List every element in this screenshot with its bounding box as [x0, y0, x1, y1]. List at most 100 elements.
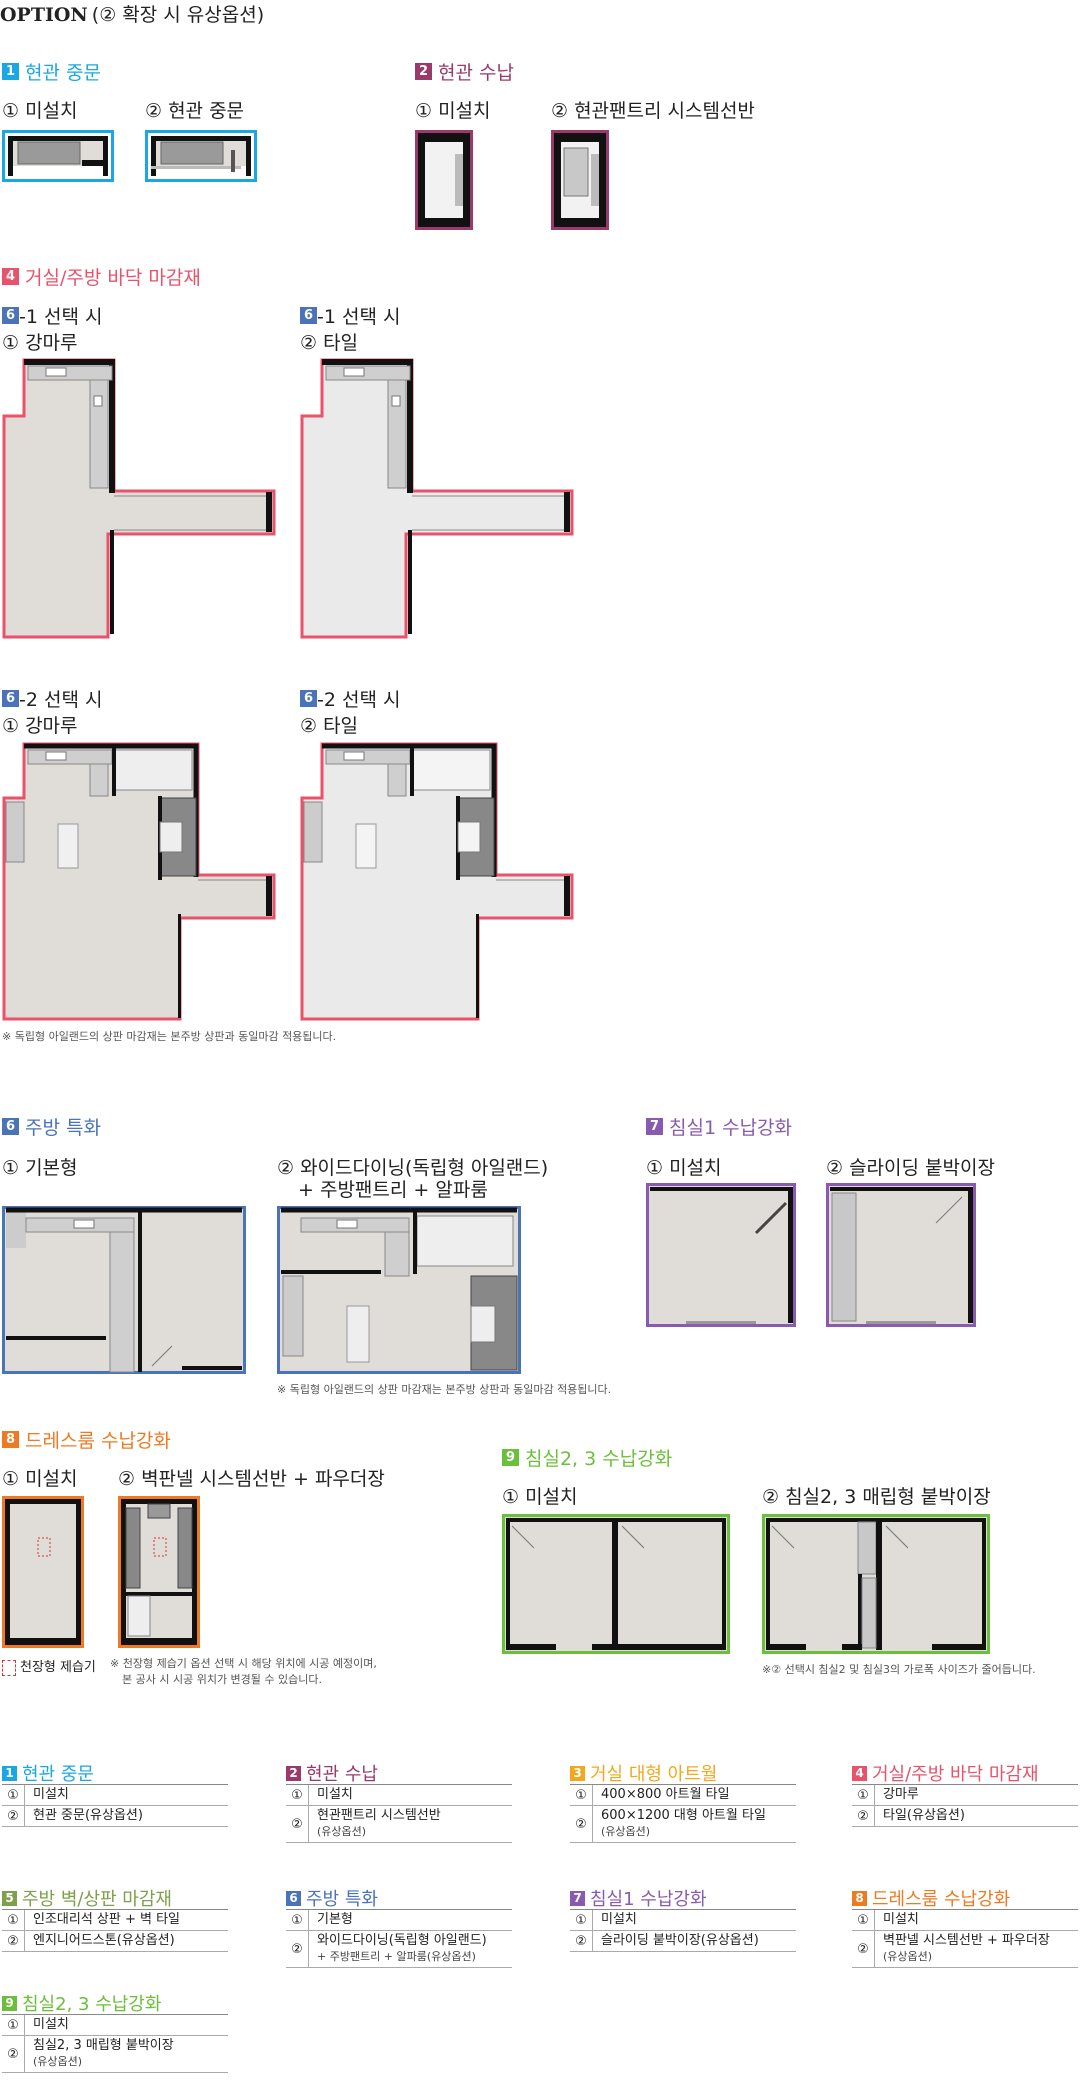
row-sub-text: (유상옵션) — [883, 1950, 933, 1963]
row-number: ② — [2, 1931, 25, 1951]
row-text: 인조대리석 상판 + 벽 타일 — [25, 1910, 188, 1930]
s4-group2-left-label: 6-2 선택 시 — [2, 685, 102, 712]
dehumidifier-legend-icon — [2, 1659, 16, 1676]
selection-text: -2 선택 시 — [19, 689, 103, 711]
section-title-text: 침실1 수납강화 — [669, 1117, 793, 1139]
s6-note: ※ 독립형 아일랜드의 상판 마감재는 본주방 상판과 동일마감 적용됩니다. — [277, 1383, 612, 1396]
s4-group2-right-label: 6-2 선택 시 — [300, 685, 400, 712]
row-main-text: 기본형 — [317, 1912, 353, 1927]
section-number-badge: 1 — [2, 1765, 17, 1781]
section-title-text: 현관 수납 — [438, 62, 514, 84]
section-number-badge: 4 — [2, 268, 19, 285]
row-number: ① — [286, 1785, 309, 1805]
row-text: 400×800 아트월 타일 — [593, 1785, 738, 1805]
s1-option-1: ① 미설치 — [2, 100, 78, 122]
section-title-text: 현관 중문 — [25, 62, 101, 84]
row-text: 침실2, 3 매립형 붙박이장(유상옵션) — [25, 2036, 182, 2072]
row-number: ② — [2, 1806, 25, 1826]
row-main-text: 미설치 — [317, 1787, 353, 1802]
row-text: 타일(유상옵션) — [875, 1806, 973, 1826]
summary-title-text: 침실2, 3 수납강화 — [22, 1994, 162, 2015]
s7-plan-2 — [826, 1183, 976, 1327]
s8-option-1: ① 미설치 — [2, 1468, 78, 1490]
row-main-text: 벽판넬 시스템선반 + 파우더장 — [883, 1933, 1050, 1948]
row-main-text: 현관 중문(유상옵션) — [33, 1808, 143, 1823]
table-row: ② 엔지니어드스톤(유상옵션) — [2, 1931, 228, 1952]
s8-option-2: ② 벽판넬 시스템선반 + 파우더장 — [118, 1468, 385, 1490]
row-number: ① — [852, 1910, 875, 1930]
summary-title-text: 드레스룸 수납강화 — [872, 1889, 1011, 1910]
s4-group1-left-option: ① 강마루 — [2, 332, 78, 354]
section-number-badge: 2 — [286, 1765, 301, 1781]
row-main-text: 타일(유상옵션) — [883, 1808, 965, 1823]
row-main-text: 미설치 — [883, 1912, 919, 1927]
s2-plan-2 — [551, 130, 609, 230]
table-row: ② 벽판넬 시스템선반 + 파우더장 (유상옵션) — [852, 1931, 1078, 1968]
row-number: ② — [852, 1931, 875, 1967]
s6-plan-wide — [277, 1206, 521, 1374]
section-number-badge: 5 — [2, 1890, 17, 1906]
table-row: ② 현관 중문(유상옵션) — [2, 1806, 228, 1827]
row-number: ② — [2, 2036, 25, 2072]
row-number: ① — [570, 1785, 593, 1805]
section-number-badge: 6 — [286, 1890, 301, 1906]
section-number-badge: 4 — [852, 1765, 867, 1781]
s9-option-1: ① 미설치 — [502, 1486, 578, 1508]
s8-note-2: 본 공사 시 시공 위치가 변경될 수 있습니다. — [122, 1673, 323, 1686]
row-text: 엔지니어드스톤(유상옵션) — [25, 1931, 183, 1951]
summary-title-2: 2 현관 수납 — [286, 1760, 378, 1786]
s2-option-2: ② 현관팬트리 시스템선반 — [551, 100, 755, 122]
section-number-badge: 7 — [646, 1118, 663, 1135]
summary-title-text: 현관 중문 — [22, 1764, 94, 1785]
summary-title-text: 현관 수납 — [306, 1764, 378, 1785]
s4-plan-tile-1 — [300, 358, 574, 639]
row-text: 슬라이딩 붙박이장(유상옵션) — [593, 1931, 767, 1951]
row-text: 와이드다이닝(독립형 아일랜드)+ 주방팬트리 + 알파룸(유상옵션) — [309, 1931, 495, 1967]
row-number: ② — [286, 1931, 309, 1967]
row-text: 미설치 — [25, 2015, 77, 2035]
s9-plan-2 — [762, 1514, 990, 1654]
summary-title-text: 거실 대형 아트월 — [590, 1764, 718, 1785]
row-main-text: 엔지니어드스톤(유상옵션) — [33, 1933, 175, 1948]
row-text: 미설치 — [309, 1785, 361, 1805]
section-number-badge: 9 — [502, 1449, 519, 1466]
section-number-badge: 8 — [2, 1431, 19, 1448]
row-text: 현관팬트리 시스템선반(유상옵션) — [309, 1806, 449, 1842]
section-number-badge: 6 — [2, 690, 19, 707]
s4-plan-maru-1 — [2, 358, 276, 639]
s9-plan-1 — [502, 1514, 730, 1654]
s8-plan-1 — [2, 1496, 84, 1648]
summary-title-text: 거실/주방 바닥 마감재 — [872, 1764, 1039, 1785]
s4-plan-tile-2 — [300, 742, 574, 1021]
row-main-text: 현관팬트리 시스템선반 — [317, 1808, 441, 1823]
section-number-badge: 9 — [2, 1995, 17, 2011]
selection-text: -1 선택 시 — [317, 306, 401, 328]
s8-legend: 천장형 제습기 — [2, 1656, 96, 1676]
summary-title-9: 9 침실2, 3 수납강화 — [2, 1990, 161, 2016]
section-number-badge: 7 — [570, 1890, 585, 1906]
s4-group1-right-label: 6-1 선택 시 — [300, 302, 400, 329]
row-text: 미설치 — [25, 1785, 77, 1805]
s1-option-2: ② 현관 중문 — [145, 100, 245, 122]
row-text: 강마루 — [875, 1785, 927, 1805]
s4-group2-right-option: ② 타일 — [300, 715, 359, 737]
section-number-badge: 2 — [415, 63, 432, 80]
